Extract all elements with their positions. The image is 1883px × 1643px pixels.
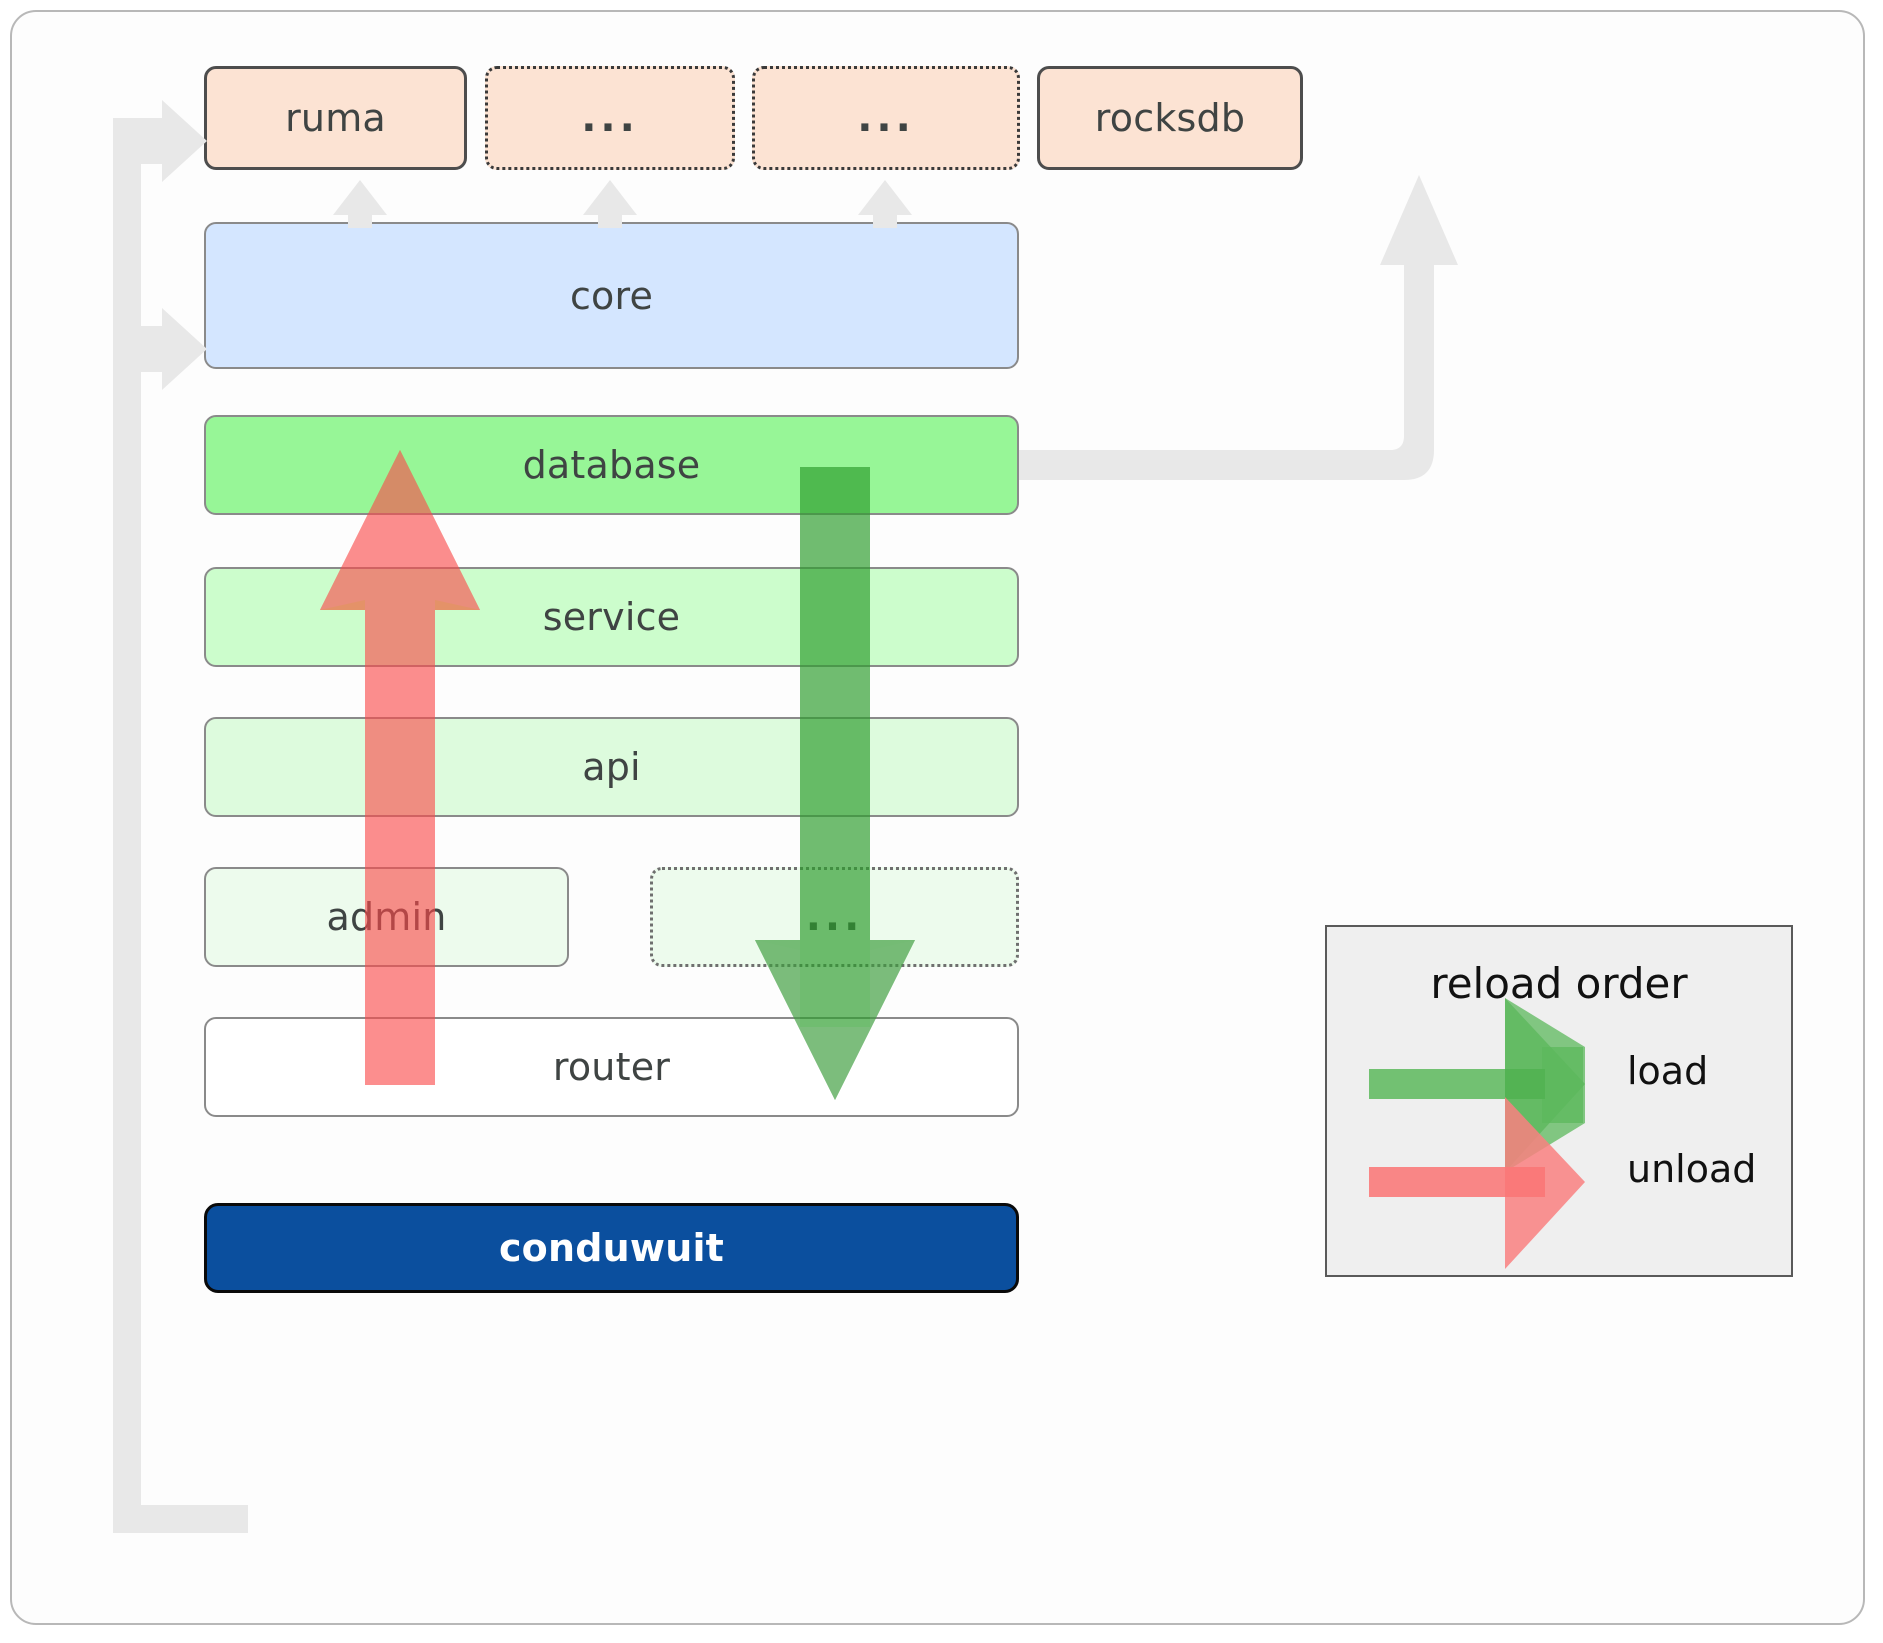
- node-admin-label: admin: [326, 895, 447, 939]
- node-database[interactable]: database: [204, 415, 1019, 515]
- legend-unload-arrow: [1369, 1097, 1585, 1269]
- node-rocksdb[interactable]: rocksdb: [1037, 66, 1303, 170]
- node-ruma[interactable]: ruma: [204, 66, 467, 170]
- legend-label-load: load: [1627, 1049, 1709, 1093]
- legend-load-arrow: [1369, 998, 1585, 1172]
- node-admin[interactable]: admin: [204, 867, 569, 967]
- node-api[interactable]: api: [204, 717, 1019, 817]
- node-service[interactable]: service: [204, 567, 1019, 667]
- node-external-placeholder-1[interactable]: ...: [485, 66, 735, 170]
- node-router[interactable]: router: [204, 1017, 1019, 1117]
- legend-title: reload order: [1430, 959, 1688, 1008]
- node-ruma-label: ruma: [285, 96, 386, 140]
- node-service-label: service: [542, 595, 681, 639]
- node-core[interactable]: core: [204, 222, 1019, 369]
- node-external-placeholder-2[interactable]: ...: [752, 66, 1020, 170]
- legend-arrows: [1369, 998, 1585, 1269]
- node-stack-placeholder-label: ...: [805, 894, 864, 940]
- node-database-label: database: [522, 443, 701, 487]
- node-external-placeholder-1-label: ...: [581, 95, 639, 141]
- node-conduwuit-label: conduwuit: [498, 1226, 725, 1270]
- node-api-label: api: [582, 745, 641, 789]
- node-stack-placeholder[interactable]: ...: [650, 867, 1019, 967]
- node-external-placeholder-2-label: ...: [857, 95, 915, 141]
- node-core-label: core: [569, 273, 654, 318]
- node-router-label: router: [552, 1045, 671, 1089]
- node-rocksdb-label: rocksdb: [1094, 96, 1246, 140]
- legend-panel: reload order load unload: [1325, 925, 1793, 1277]
- legend-label-unload: unload: [1627, 1147, 1757, 1191]
- node-conduwuit[interactable]: conduwuit: [204, 1203, 1019, 1293]
